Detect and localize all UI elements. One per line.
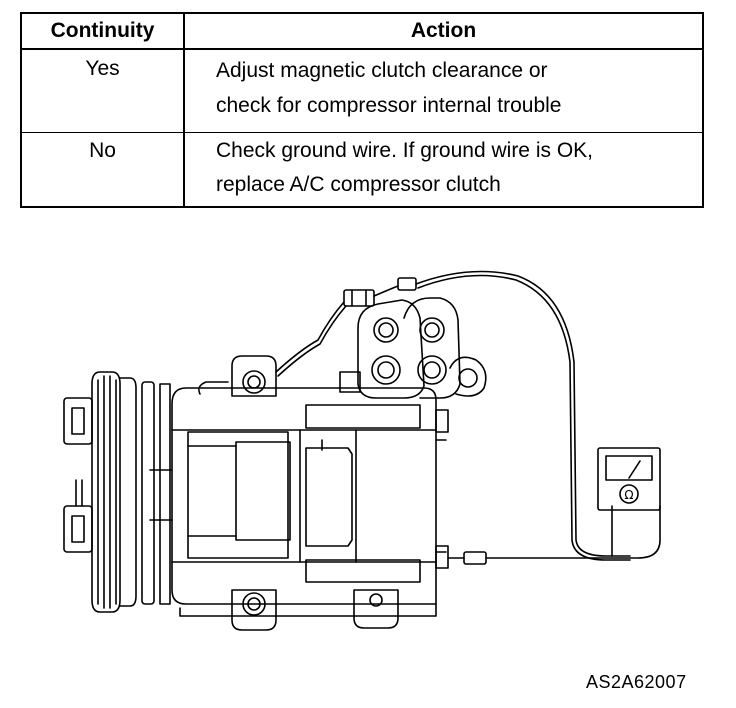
row-yes-action-line1: Adjust magnetic clutch clearance or — [216, 59, 548, 82]
compressor-body — [150, 384, 448, 616]
row-no-continuity: No — [89, 139, 116, 162]
continuity-action-table: Continuity Action Yes Adjust magnetic cl… — [20, 12, 704, 208]
ohmmeter — [598, 448, 660, 510]
header-continuity: Continuity — [50, 19, 155, 42]
row-divider — [22, 132, 702, 133]
figure-code: AS2A62007 — [586, 672, 687, 692]
row-yes-continuity: Yes — [85, 57, 120, 80]
row-no-action-line1: Check ground wire. If ground wire is OK, — [216, 139, 593, 162]
clutch-lead-wire — [199, 278, 416, 394]
column-divider — [183, 14, 185, 206]
service-ports — [358, 298, 460, 398]
mounting-lugs — [232, 356, 486, 630]
header-action: Action — [410, 19, 477, 42]
clutch-pulley — [64, 372, 154, 612]
row-no-action-line2: replace A/C compressor clutch — [216, 173, 501, 196]
row-yes-action-line2: check for compressor internal trouble — [216, 94, 562, 117]
table-header-row: Continuity Action — [22, 14, 702, 50]
test-leads — [416, 272, 660, 565]
ohm-symbol: Ω — [624, 488, 633, 502]
